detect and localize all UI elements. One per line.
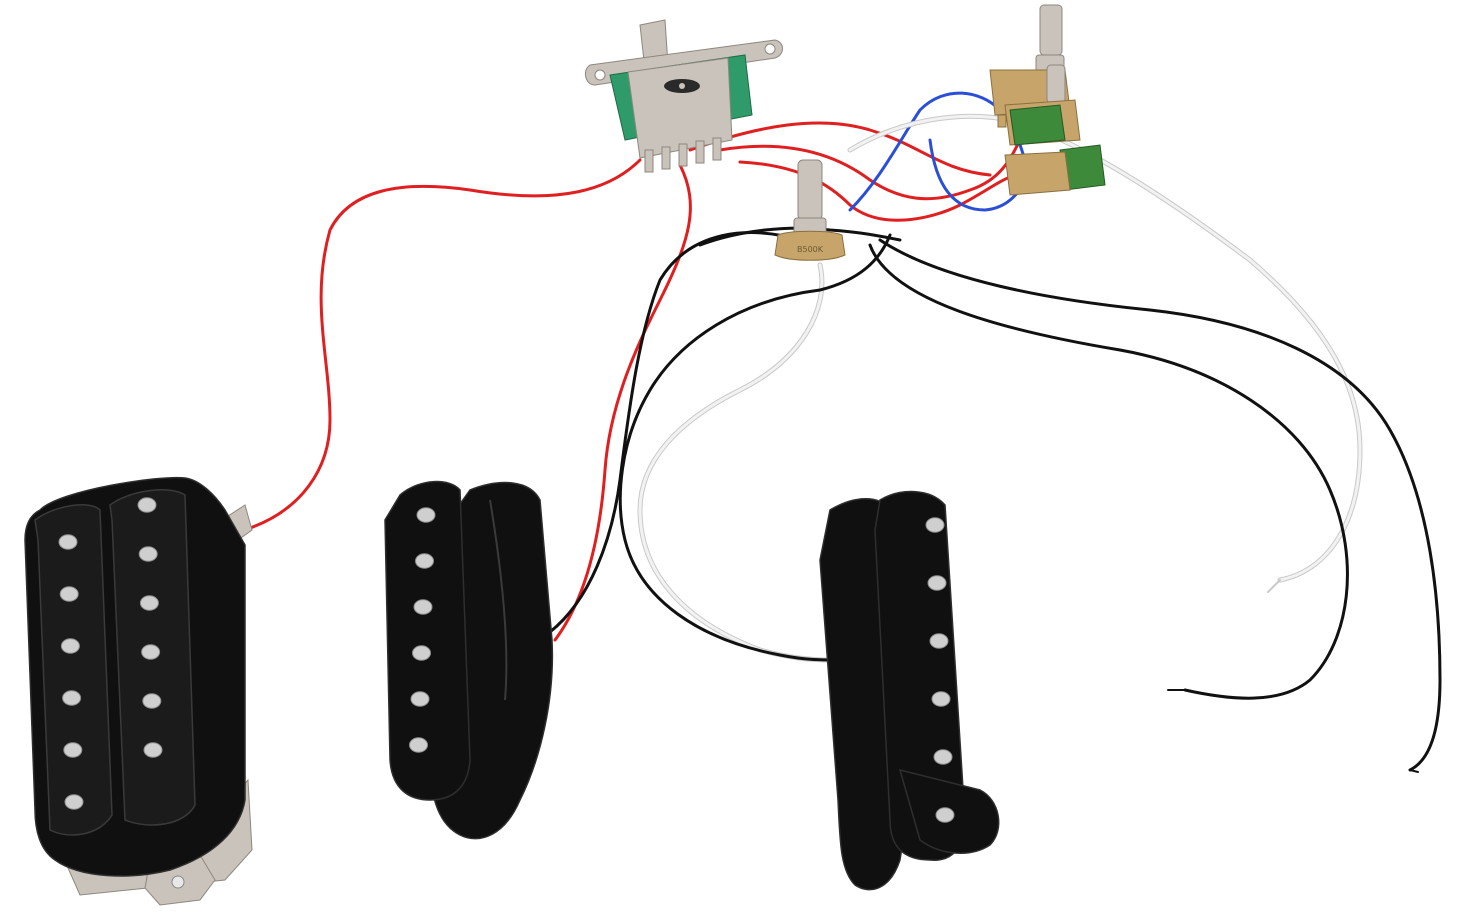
single-coil-pickup-icon <box>384 480 554 840</box>
middle-pickup-highlight <box>489 499 508 701</box>
black-wire-bridge <box>618 233 892 662</box>
middle-pickup-body <box>384 480 471 801</box>
pole-piece <box>138 546 158 562</box>
switch-housing <box>627 57 733 159</box>
switch-solder-lugs <box>644 137 722 173</box>
bridge-pickup-pole-pieces <box>925 517 955 823</box>
pole-piece <box>412 645 431 661</box>
humbucker-coil-left <box>34 504 113 836</box>
pole-piece <box>60 638 80 654</box>
switch-slot-pin <box>679 83 685 89</box>
pole-piece <box>409 737 428 753</box>
pole-piece <box>925 517 945 533</box>
pot-body <box>1004 151 1071 196</box>
pole-piece <box>929 633 949 649</box>
five-way-switch-icon <box>584 19 783 173</box>
solder-lug <box>644 149 654 173</box>
red-wire-humbucker <box>248 158 642 530</box>
pole-piece <box>931 691 951 707</box>
solder-lug <box>678 143 688 167</box>
potentiometer-icon <box>1004 151 1071 196</box>
pole-piece <box>59 586 79 602</box>
switch-screw-hole-left <box>594 69 606 81</box>
pole-piece <box>63 742 83 758</box>
pole-piece <box>935 807 955 823</box>
pole-piece <box>64 794 84 810</box>
pole-piece <box>137 497 157 513</box>
pole-piece <box>415 553 434 569</box>
switch-screw-hole-right <box>764 43 776 55</box>
potentiometer-icon: B500K <box>774 159 846 261</box>
black-wire-right-b <box>868 243 1349 700</box>
solder-lug <box>695 140 705 164</box>
red-wire-switch-pot-a <box>718 138 1022 201</box>
red-wire-switch-pot-c <box>688 121 992 177</box>
pole-piece <box>413 599 433 615</box>
pole-piece <box>139 595 159 611</box>
humbucker-tab-hole <box>171 875 185 889</box>
single-coil-pickup-icon <box>819 490 1000 891</box>
humbucker-pole-pieces <box>58 497 163 810</box>
solder-lug <box>712 137 722 161</box>
middle-pickup-pole-pieces <box>409 507 436 753</box>
pole-piece <box>410 691 430 707</box>
pole-piece <box>62 690 82 706</box>
pot-lug-1 <box>997 114 1007 128</box>
pot-shaft <box>797 159 823 221</box>
white-wire-right <box>848 114 1362 582</box>
pole-piece <box>142 693 162 709</box>
pot-shaft <box>1046 64 1066 104</box>
pole-piece <box>927 575 947 591</box>
solder-lug <box>661 146 671 170</box>
black-wire-right-a <box>878 238 1442 772</box>
pot-label: B500K <box>797 245 824 254</box>
pole-piece <box>141 644 161 660</box>
pole-piece <box>143 742 163 758</box>
black-wire-middle <box>548 231 802 634</box>
pole-piece <box>933 749 953 765</box>
capacitor-body <box>1009 104 1066 146</box>
wires <box>248 91 1442 773</box>
capacitor-icon <box>1009 104 1106 191</box>
red-wire-middle <box>553 163 692 642</box>
pot-shaft <box>1039 4 1063 56</box>
humbucker-pickup-icon <box>24 476 253 906</box>
pole-piece <box>416 507 436 523</box>
pot-body <box>774 230 846 261</box>
black-wire-end-a <box>1409 769 1419 773</box>
pole-piece <box>58 534 78 550</box>
white-wire-end <box>1267 579 1281 593</box>
